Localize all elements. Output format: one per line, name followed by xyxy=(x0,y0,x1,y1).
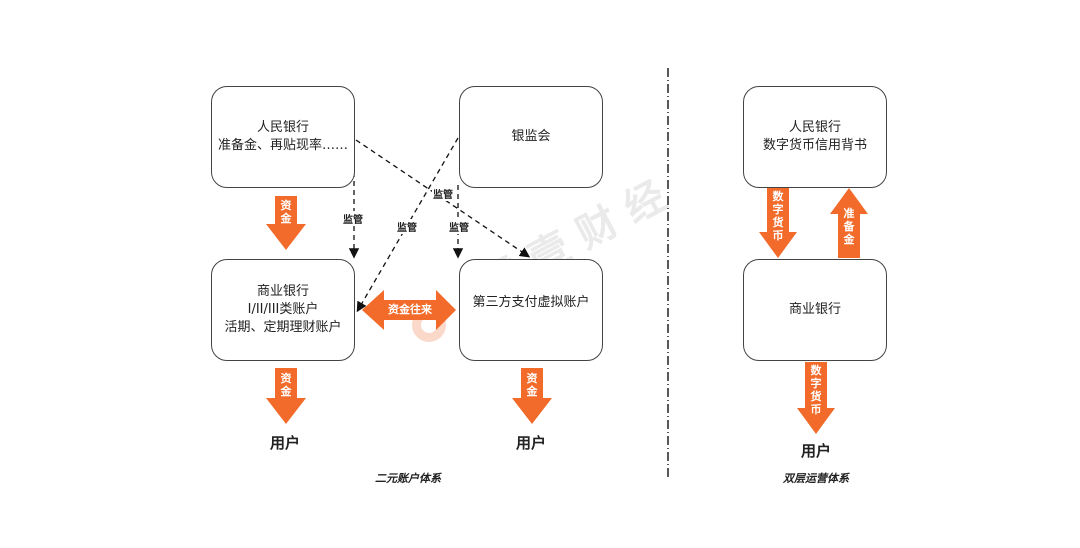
pboc-digital-box: 人民银行 数字货币信用背书 xyxy=(743,86,887,188)
fund-arrow-left-bottom-label: 资金 xyxy=(280,372,292,398)
supervision-label: 监管 xyxy=(448,219,470,234)
pboc-box: 人民银行 准备金、再贴现率…… xyxy=(211,86,355,188)
pboc-subtitle: 准备金、再贴现率…… xyxy=(217,138,348,153)
pboc-title: 人民银行 xyxy=(256,120,309,135)
dual-system-caption: 二元账户体系 xyxy=(375,472,441,485)
third-party-payment-box: 第三方支付虚拟账户 xyxy=(459,259,603,361)
fund-arrow-right-bottom-label: 资金 xyxy=(526,372,538,398)
reserve-up-arrow xyxy=(830,188,868,258)
digital-currency-down-label: 数字货币 xyxy=(772,190,784,242)
bank-accounts: I/II/III类账户 xyxy=(247,302,319,317)
cbrc-box: 银监会 xyxy=(459,86,603,188)
digital-currency-bottom-label: 数字货币 xyxy=(810,364,822,416)
two-tier-caption: 双层运营体系 xyxy=(783,472,849,485)
pboc-digital-subtitle: 数字货币信用背书 xyxy=(762,138,867,153)
reserve-up-label: 准备金 xyxy=(843,207,855,246)
user-left: 用户 xyxy=(269,434,300,452)
fund-arrow-top xyxy=(266,196,306,250)
supervision-label: 监管 xyxy=(342,211,364,226)
fund-arrow-right-bottom xyxy=(512,368,552,424)
user-two-tier: 用户 xyxy=(800,442,831,460)
commercial-bank-digital-box: 商业银行 xyxy=(743,259,887,361)
pboc-digital-title: 人民银行 xyxy=(788,120,841,135)
bank-title: 商业银行 xyxy=(256,284,309,299)
supervision-label: 监管 xyxy=(432,186,454,201)
digital-currency-bottom-arrow xyxy=(797,362,835,434)
cbrc-title: 银监会 xyxy=(511,129,551,144)
fund-arrow-top-label: 资金 xyxy=(280,199,292,225)
fund-exchange-arrow xyxy=(362,290,456,330)
commercial-bank-digital-title: 商业银行 xyxy=(788,302,841,317)
fund-arrow-left-bottom xyxy=(266,368,306,424)
commercial-bank-box: 商业银行 I/II/III类账户 活期、定期理财账户 xyxy=(211,259,355,361)
supervision-label: 监管 xyxy=(396,219,418,234)
bank-deposit-accounts: 活期、定期理财账户 xyxy=(224,320,342,335)
third-party-title: 第三方支付虚拟账户 xyxy=(472,295,590,310)
user-right: 用户 xyxy=(515,434,546,452)
digital-currency-down-arrow xyxy=(759,188,797,258)
fund-exchange-label: 资金往来 xyxy=(388,303,432,316)
